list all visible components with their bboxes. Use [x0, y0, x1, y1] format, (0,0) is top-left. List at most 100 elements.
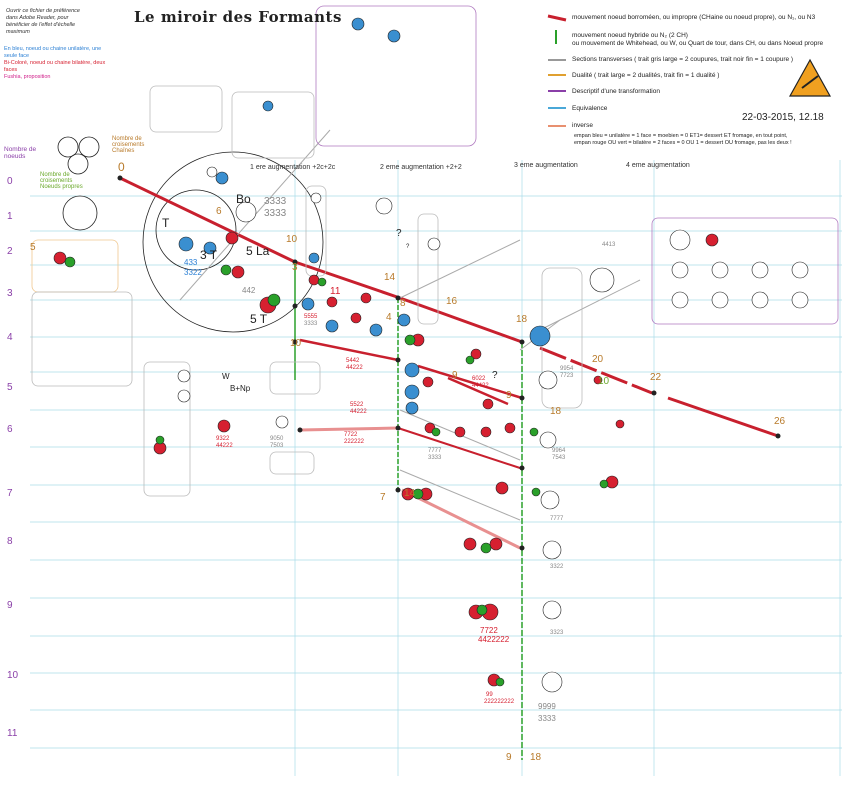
- code-7543: 7543: [552, 455, 566, 461]
- note-bicolor: Bi-Coloré, noeud ou chaine bilatère, deu…: [4, 60, 106, 73]
- question-mark-3: ?: [406, 244, 410, 250]
- legend-descriptive: Descriptif d'une transformation: [572, 88, 660, 95]
- path-label-11: 11: [330, 286, 341, 297]
- path-label-9c: 9: [506, 752, 512, 763]
- label-t: T: [162, 216, 170, 230]
- label-3322: 3322: [184, 268, 202, 277]
- code-4413: 4413: [602, 242, 616, 248]
- empan-note-blue: empan bleu = unilatère = 1 face = moebie…: [574, 133, 788, 139]
- column-header-2: 2 eme augmentation +2+2: [380, 164, 462, 171]
- path-label-7: 7: [380, 492, 386, 503]
- row-label-8: 8: [7, 536, 13, 547]
- row-label-11: 11: [7, 728, 18, 739]
- legend-inverse: inverse: [572, 122, 593, 129]
- page-title: Le miroir des Formants: [134, 8, 342, 26]
- x-axis-title-noeuds: Nombre de croisements Noeuds propres: [40, 172, 83, 190]
- date-stamp: 22-03-2015, 12.18: [742, 112, 824, 123]
- question-mark-1: ?: [396, 228, 402, 239]
- code-3333-b: 3333: [538, 714, 556, 723]
- path-label-14b: 14: [404, 488, 416, 499]
- row-label-0: 0: [7, 176, 13, 187]
- grid-vertical-lines: [294, 160, 841, 776]
- code-7722: 7722: [344, 432, 358, 438]
- reader-note: Ouvrir ce fichier de préférence dans Ado…: [6, 8, 80, 35]
- code-3333: 3333: [304, 321, 318, 327]
- knot-glyphs-bicolor: [53, 17, 809, 693]
- code-4422222: 4422222: [478, 635, 510, 644]
- code-3322: 3322: [550, 564, 564, 570]
- warning-sign: [788, 58, 832, 97]
- label-6: 6: [216, 206, 222, 217]
- row-label-1: 1: [7, 211, 13, 222]
- code-5522: 5522: [350, 402, 364, 408]
- code-3333-c: 3333: [428, 455, 442, 461]
- row-label-10: 10: [7, 670, 19, 681]
- code-7723: 7723: [560, 373, 574, 379]
- code-7777: 7777: [428, 448, 442, 454]
- legend-hybrid: mouvement noeud hybride ou N₂ (2 CH): [572, 32, 688, 39]
- path-label-10a: 10: [286, 234, 298, 245]
- path-label-22: 22: [650, 372, 662, 383]
- big-circle: [57, 136, 324, 333]
- path-label-9b: 9: [506, 390, 512, 401]
- path-label-8: 8: [400, 298, 406, 309]
- label-bo: Bo: [236, 192, 251, 206]
- x-axis-title-chaines: Nombre de croisements Chaînes: [112, 136, 145, 154]
- column-header-4: 4 eme augmentation: [626, 162, 690, 169]
- row-label-4: 4: [7, 332, 13, 343]
- y-axis-title: Nombre de noeuds: [4, 146, 37, 160]
- path-label-10c: 10: [598, 376, 610, 387]
- row-label-7: 7: [7, 488, 13, 499]
- code-44222: 44222: [346, 365, 363, 371]
- code-9964: 9964: [552, 448, 566, 454]
- code-9999: 9999: [538, 702, 556, 711]
- label-442: 442: [242, 286, 256, 295]
- legend-sections: Sections transverses ( trait gris large …: [572, 56, 794, 63]
- grid-horizontal-lines: [30, 195, 842, 749]
- code-5555: 5555: [304, 314, 318, 320]
- empan-note: empan bleu = unilatère = 1 face = moebie…: [574, 133, 840, 147]
- path-label-16: 16: [446, 296, 458, 307]
- path-label-18b: 18: [550, 406, 562, 417]
- path-label-14a: 14: [384, 272, 396, 283]
- code-9954: 9954: [560, 366, 574, 372]
- legend-whitehead: ou mouvement de Whitehead, ou W, ou Quar…: [572, 40, 824, 47]
- borromean-path: [119, 176, 779, 469]
- legend-duality: Dualité ( trait large = 2 dualités, trai…: [572, 72, 720, 79]
- code-44422: 44422: [472, 383, 489, 389]
- row-label-6: 6: [7, 424, 13, 435]
- inverse-paths: [299, 426, 521, 550]
- label-3333-b: 3333: [264, 208, 287, 219]
- code-7722-b: 7722: [480, 626, 498, 635]
- label-w: W: [222, 372, 230, 381]
- path-label-18c: 18: [530, 752, 542, 763]
- panel-boxes: [31, 5, 839, 497]
- code-222222: 222222: [344, 439, 365, 445]
- empan-note-red: empan rouge OU vert = bilatère = 2 faces…: [574, 140, 792, 146]
- path-label-4: 4: [386, 312, 392, 323]
- row-label-9: 9: [7, 600, 13, 611]
- path-nodes: [117, 175, 781, 551]
- path-label-5: 5: [30, 242, 36, 253]
- code-5442: 5442: [346, 358, 360, 364]
- label-3t: 3 T: [200, 248, 218, 262]
- section-lines: [179, 129, 641, 521]
- path-label-3: 3: [292, 262, 298, 273]
- note-fuchsia: Fushia, proposition: [4, 74, 51, 80]
- path-label-18a: 18: [516, 314, 528, 325]
- label-5t: 5 T: [250, 312, 268, 326]
- question-mark-2: ?: [492, 370, 498, 381]
- row-label-2: 2: [7, 246, 13, 257]
- code-9322: 9322: [216, 436, 230, 442]
- code-7777-b: 7777: [550, 516, 564, 522]
- code-9050: 9050: [270, 436, 284, 442]
- path-label-9a: 9: [452, 370, 458, 381]
- column-header-3: 3 eme augmentation: [514, 162, 578, 169]
- legend-equivalence: Equivalence: [572, 105, 608, 112]
- path-label-20: 20: [592, 354, 604, 365]
- label-5la: 5 La: [246, 244, 270, 258]
- code-6022: 6022: [472, 376, 486, 382]
- hybrid-paths: [294, 262, 523, 760]
- roadwork-warning-icon: [790, 62, 830, 98]
